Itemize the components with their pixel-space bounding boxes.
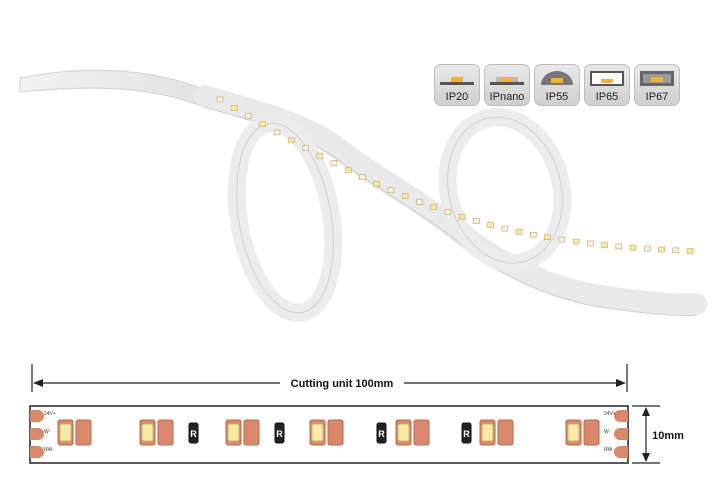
ip65-badge: IP65 bbox=[584, 64, 630, 106]
strip-led bbox=[245, 113, 252, 119]
strip-led bbox=[458, 213, 466, 220]
led-chip bbox=[583, 419, 600, 446]
right-pad-label-mid: W- bbox=[604, 429, 611, 435]
strip-led bbox=[230, 104, 238, 111]
strip-led bbox=[658, 246, 665, 253]
strip-led bbox=[487, 222, 494, 228]
ip55-label: IP55 bbox=[545, 91, 569, 103]
resistor bbox=[461, 422, 472, 444]
strip-led bbox=[672, 247, 680, 254]
strip-led bbox=[330, 160, 338, 166]
ip20-badge: IP20 bbox=[434, 64, 480, 106]
right-pad-label-top: 24V+ bbox=[604, 411, 616, 417]
strip-led bbox=[587, 240, 594, 247]
strip-led bbox=[316, 152, 323, 159]
resistor-label: R bbox=[463, 429, 470, 439]
led-chip bbox=[157, 419, 174, 446]
width-label: 10mm bbox=[652, 430, 684, 442]
strip-led bbox=[259, 121, 267, 128]
strip-led bbox=[401, 193, 409, 199]
led-chip bbox=[311, 423, 324, 442]
led-chip bbox=[397, 423, 410, 442]
strip-led bbox=[387, 187, 395, 193]
led-chip bbox=[243, 419, 260, 446]
resistor-label: R bbox=[276, 429, 283, 439]
ip67-icon bbox=[640, 71, 674, 86]
strip-leds bbox=[216, 96, 694, 254]
ipnano-badge: IPnano bbox=[484, 64, 530, 106]
strip-led bbox=[287, 137, 295, 144]
ip20-icon bbox=[440, 77, 474, 85]
strip-led bbox=[643, 245, 651, 252]
ip65-label: IP65 bbox=[595, 91, 619, 103]
strip-led bbox=[359, 174, 366, 181]
led-chip bbox=[75, 419, 92, 446]
ipnano-label: IPnano bbox=[489, 91, 525, 103]
ip20-label: IP20 bbox=[445, 91, 469, 103]
strip-led bbox=[273, 129, 281, 136]
strip-led bbox=[558, 236, 566, 243]
led-chip bbox=[413, 419, 430, 446]
strip-led bbox=[430, 204, 437, 210]
right-pad-label-bot: NW- bbox=[604, 447, 614, 453]
led-chip bbox=[327, 419, 344, 446]
led-chip bbox=[497, 419, 514, 446]
strip-led bbox=[344, 167, 352, 174]
strip-led bbox=[302, 145, 309, 151]
strip-led bbox=[373, 181, 380, 187]
led-chip bbox=[227, 423, 240, 442]
right-solder-pads bbox=[614, 410, 628, 458]
led-chip bbox=[141, 423, 154, 442]
ip55-icon bbox=[541, 71, 573, 85]
resistor bbox=[188, 422, 199, 444]
resistor-label: R bbox=[378, 429, 385, 439]
strip-led bbox=[572, 238, 580, 245]
ip67-label: IP67 bbox=[645, 91, 669, 103]
strip-led bbox=[416, 199, 423, 205]
strip-led bbox=[444, 209, 452, 215]
strip-tail bbox=[19, 69, 211, 109]
resistor bbox=[274, 422, 285, 444]
led-chip bbox=[567, 423, 580, 442]
cutting-unit-label: Cutting unit 100mm bbox=[291, 378, 394, 390]
strip-led bbox=[629, 244, 637, 251]
strip-led bbox=[601, 242, 608, 248]
left-pad-label-top: 24V+ bbox=[44, 411, 56, 417]
strip-led bbox=[473, 218, 480, 224]
resistor-label: R bbox=[190, 429, 197, 439]
strip-led bbox=[501, 225, 509, 232]
ip-rating-group: IP20 IPnano IP55 IP65 IP67 bbox=[434, 64, 680, 106]
strip-led bbox=[530, 231, 537, 238]
ipnano-icon bbox=[490, 77, 524, 85]
strip-led bbox=[615, 243, 623, 250]
ip65-icon bbox=[590, 71, 624, 86]
strip-led bbox=[216, 96, 224, 103]
left-pad-label-bot: NW- bbox=[44, 447, 54, 453]
left-pad-label-mid: W- bbox=[44, 429, 51, 435]
led-chip bbox=[59, 423, 72, 442]
ip67-badge: IP67 bbox=[634, 64, 680, 106]
ip55-badge: IP55 bbox=[534, 64, 580, 106]
left-solder-pads bbox=[30, 410, 44, 458]
led-chip bbox=[481, 423, 494, 442]
led-strip-photo bbox=[19, 69, 707, 322]
dimension-diagram: Cutting unit 100mm 24V+ W- NW- 24V+ W- N… bbox=[29, 364, 684, 464]
resistor bbox=[376, 422, 387, 444]
strip-led bbox=[686, 248, 694, 254]
strip-led bbox=[544, 234, 551, 241]
strip-led bbox=[515, 228, 523, 235]
